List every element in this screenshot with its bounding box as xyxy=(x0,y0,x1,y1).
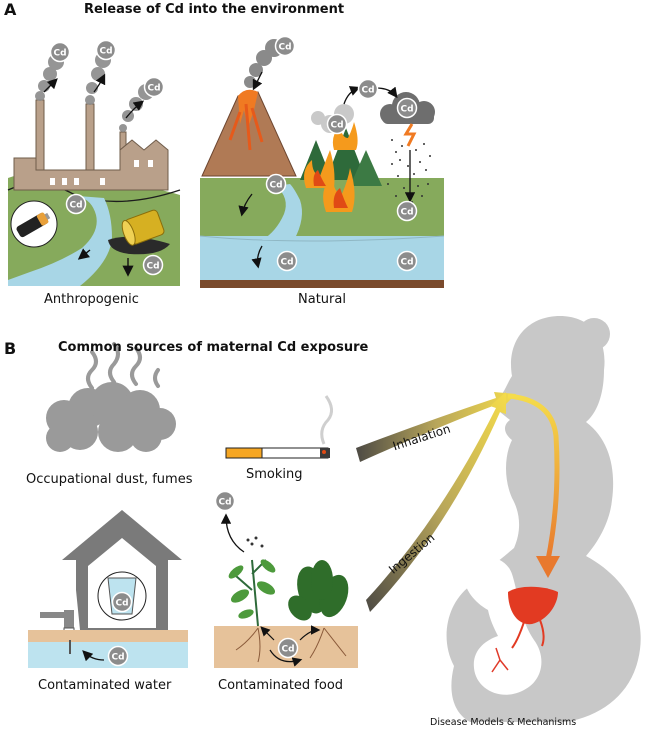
cd-badge-text: Cd xyxy=(269,181,282,191)
water-label: Contaminated water xyxy=(38,678,171,693)
cd-badge: Cd xyxy=(276,37,295,56)
cd-badge-text: Cd xyxy=(146,262,159,272)
factory xyxy=(14,100,168,190)
panel-b-letter: B xyxy=(4,339,16,358)
dust-label: Occupational dust, fumes xyxy=(26,472,192,487)
cd-badge: Cd xyxy=(267,175,286,194)
cd-badge-text: Cd xyxy=(99,47,112,57)
cd-badge: Cd xyxy=(216,492,235,511)
cd-badge: Cd xyxy=(97,41,116,60)
cd-badge: Cd xyxy=(398,252,417,271)
natural-label: Natural xyxy=(298,292,346,307)
cd-badge: Cd xyxy=(67,195,86,214)
cd-badge-text: Cd xyxy=(280,258,293,268)
cd-badge-text: Cd xyxy=(330,121,343,131)
battery-icon xyxy=(11,201,57,247)
cd-badge-text: Cd xyxy=(361,86,374,96)
cd-badge: Cd xyxy=(278,252,297,271)
cd-badge-text: Cd xyxy=(53,49,66,59)
panel-a-letter: A xyxy=(4,0,16,19)
cd-badge-text: Cd xyxy=(115,599,128,609)
cd-badge-text: Cd xyxy=(218,498,231,508)
house-icon xyxy=(28,510,188,668)
cd-badge: Cd xyxy=(144,256,163,275)
cd-badge: Cd xyxy=(145,78,164,97)
cd-badge-text: Cd xyxy=(281,645,294,655)
journal-credit: Disease Models & Mechanisms xyxy=(430,717,576,728)
smoking-label: Smoking xyxy=(246,467,303,482)
cd-badge: Cd xyxy=(328,115,347,134)
cd-badge-text: Cd xyxy=(400,208,413,218)
cd-badge-text: Cd xyxy=(278,43,291,53)
cd-badge: Cd xyxy=(51,43,70,62)
natural-scene xyxy=(200,39,444,288)
cd-badge-text: Cd xyxy=(69,201,82,211)
cd-badge: Cd xyxy=(359,80,378,99)
cd-badge: Cd xyxy=(398,99,417,118)
cd-badge: Cd xyxy=(109,647,128,666)
anthropogenic-label: Anthropogenic xyxy=(44,292,139,307)
cd-badge-text: Cd xyxy=(147,84,160,94)
cigarette-icon xyxy=(226,396,332,458)
food-label: Contaminated food xyxy=(218,678,343,693)
cd-badge: Cd xyxy=(398,202,417,221)
cd-badge-text: Cd xyxy=(400,105,413,115)
panel-a-title: Release of Cd into the environment xyxy=(84,2,344,17)
cd-badge: Cd xyxy=(279,639,298,658)
panel-b-title: Common sources of maternal Cd exposure xyxy=(58,340,368,355)
pregnant-woman-silhouette xyxy=(447,316,641,722)
volcano xyxy=(202,39,296,176)
cd-badge-text: Cd xyxy=(111,653,124,663)
dust-cloud xyxy=(46,344,176,452)
cd-badge-text: Cd xyxy=(400,258,413,268)
cd-badge: Cd xyxy=(113,593,132,612)
